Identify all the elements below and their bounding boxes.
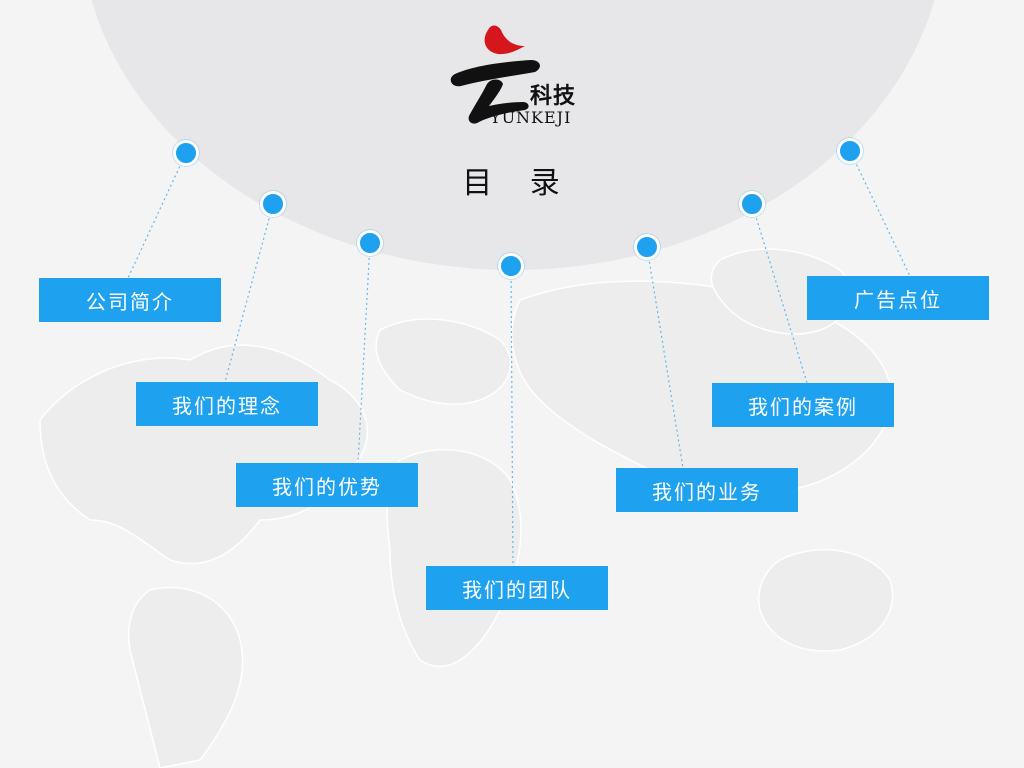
toc-title: 目 录 xyxy=(462,166,574,201)
toc-item-our-business[interactable]: 我们的业务 xyxy=(616,468,798,512)
yunkeji-logo-mark xyxy=(450,25,540,124)
toc-dot-1 xyxy=(173,140,199,166)
toc-item-ad-placements[interactable]: 广告点位 xyxy=(807,276,989,320)
logo-brand-cn: 科技 xyxy=(530,84,577,109)
map-landmass-oceania xyxy=(758,548,894,652)
toc-dot-7 xyxy=(837,138,863,164)
logo-red-flame xyxy=(484,25,525,55)
toc-item-our-advantages[interactable]: 我们的优势 xyxy=(236,463,418,507)
toc-dot-3 xyxy=(357,230,383,256)
toc-dot-4 xyxy=(498,253,524,279)
connector-line xyxy=(224,203,274,383)
logo-brand-en: YUNKEJI xyxy=(490,108,572,127)
logo-brush-stroke-bottom xyxy=(468,79,529,124)
connector-line xyxy=(510,265,514,567)
map-landmass-europe xyxy=(375,318,511,405)
toc-item-company-intro[interactable]: 公司简介 xyxy=(39,278,221,322)
map-landmass-south-america xyxy=(128,586,244,768)
connector-line xyxy=(751,203,808,384)
map-landmass-africa xyxy=(386,448,522,667)
toc-item-our-philosophy[interactable]: 我们的理念 xyxy=(136,382,318,426)
connector-line xyxy=(849,150,911,277)
toc-dot-6 xyxy=(739,191,765,217)
connector-line xyxy=(127,152,187,279)
connector-line xyxy=(646,246,684,469)
toc-dot-2 xyxy=(260,191,286,217)
toc-dot-5 xyxy=(634,234,660,260)
toc-item-our-team[interactable]: 我们的团队 xyxy=(426,566,608,610)
connector-line xyxy=(357,242,371,464)
logo-brush-stroke-top xyxy=(450,60,540,87)
toc-item-our-cases[interactable]: 我们的案例 xyxy=(712,383,894,427)
